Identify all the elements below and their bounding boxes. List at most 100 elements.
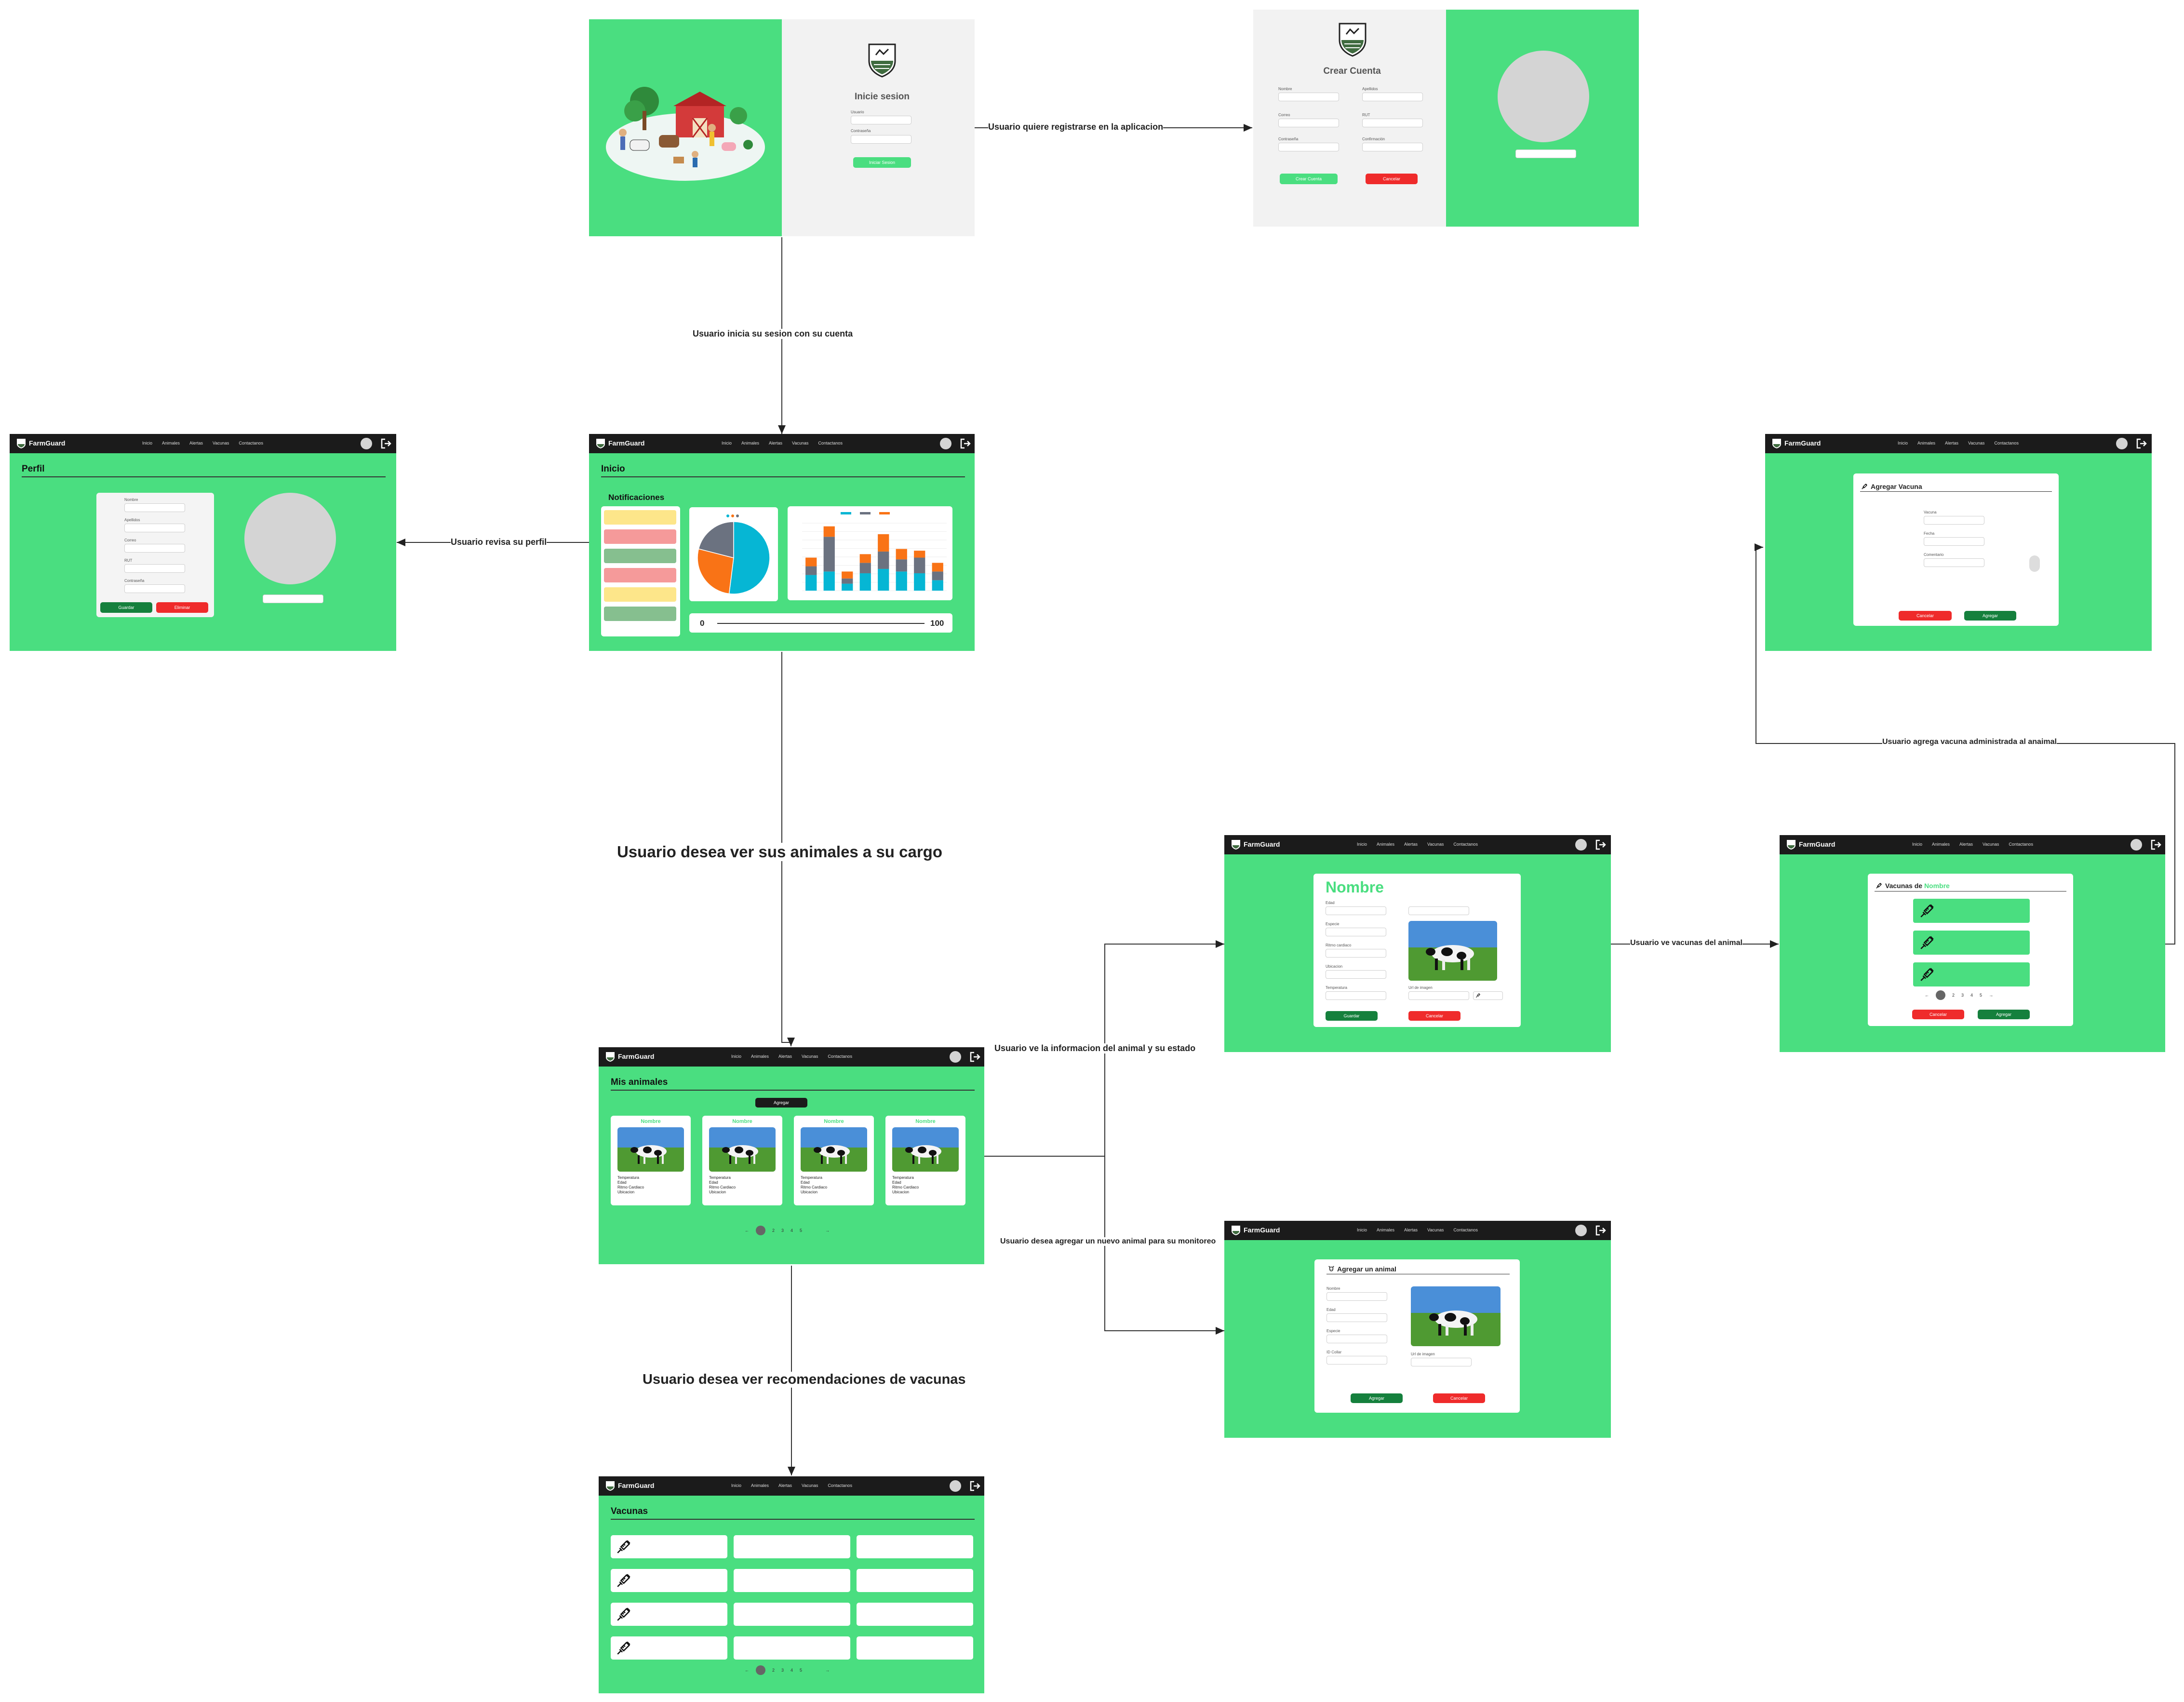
notification-item[interactable]	[604, 529, 676, 544]
page-number[interactable]: 3	[781, 1228, 784, 1233]
prev-arrow-icon[interactable]: ←	[745, 1228, 749, 1233]
nav-contactanos[interactable]: Contactanos	[828, 1483, 852, 1488]
animal-info-save-button[interactable]: Guardar	[1326, 1011, 1378, 1021]
agregar-vacuna-add-button[interactable]: Agregar	[1964, 611, 2016, 621]
animal-extra-input[interactable]	[1408, 906, 1469, 915]
vaccine-cell[interactable]	[611, 1535, 727, 1558]
vaccine-cell[interactable]	[734, 1535, 850, 1558]
register-name-input[interactable]	[1278, 93, 1339, 101]
avatar[interactable]	[950, 1051, 961, 1063]
nav-animales[interactable]: Animales	[162, 441, 180, 446]
prev-arrow-icon[interactable]: ←	[1925, 993, 1929, 998]
login-password-input[interactable]	[851, 135, 911, 144]
next-arrow-icon[interactable]: →	[825, 1668, 830, 1673]
nav-inicio[interactable]: Inicio	[731, 1483, 742, 1488]
nav-vacunas[interactable]: Vacunas	[1983, 842, 1999, 847]
vaccine-item[interactable]	[1913, 899, 2030, 923]
nav-animales[interactable]: Animales	[1377, 1228, 1395, 1232]
notification-item[interactable]	[604, 587, 676, 602]
logout-icon[interactable]	[2136, 438, 2147, 449]
nav-inicio[interactable]: Inicio	[1912, 842, 1923, 847]
notification-item[interactable]	[604, 549, 676, 563]
notification-item[interactable]	[604, 510, 676, 525]
agregar-animal-cancel-button[interactable]: Cancelar	[1433, 1393, 1485, 1403]
nav-alertas[interactable]: Alertas	[769, 441, 783, 446]
vaccine-cell[interactable]	[857, 1569, 973, 1592]
logout-icon[interactable]	[960, 438, 971, 449]
nav-inicio[interactable]: Inicio	[731, 1054, 742, 1059]
nav-alertas[interactable]: Alertas	[1945, 441, 1959, 446]
perfil-name-input[interactable]	[124, 503, 185, 512]
vacunas-link-button[interactable]	[1473, 991, 1503, 1000]
nav-animales[interactable]: Animales	[1917, 441, 1936, 446]
nav-alertas[interactable]: Alertas	[189, 441, 203, 446]
nav-vacunas[interactable]: Vacunas	[792, 441, 809, 446]
add-animal-button[interactable]: Agregar	[755, 1098, 807, 1108]
next-arrow-icon[interactable]: →	[1989, 993, 1994, 998]
page-number[interactable]: 4	[791, 1668, 793, 1673]
nav-alertas[interactable]: Alertas	[1404, 1228, 1418, 1232]
nav-alertas[interactable]: Alertas	[1404, 842, 1418, 847]
perfil-photo-input[interactable]	[263, 594, 323, 603]
register-photo-input[interactable]	[1515, 149, 1576, 158]
page-number[interactable]: 4	[791, 1228, 793, 1233]
page-number[interactable]: 3	[1961, 993, 1964, 998]
register-password-input[interactable]	[1278, 143, 1339, 151]
agregar-vacuna-cancel-button[interactable]: Cancelar	[1899, 611, 1952, 621]
comentario-input[interactable]	[1924, 558, 1984, 567]
logout-icon[interactable]	[381, 438, 391, 449]
animal-info-cancel-button[interactable]: Cancelar	[1408, 1011, 1460, 1021]
nav-inicio[interactable]: Inicio	[142, 441, 153, 446]
logout-icon[interactable]	[1595, 839, 1606, 850]
perfil-delete-button[interactable]: Eliminar	[156, 602, 208, 613]
nav-inicio[interactable]: Inicio	[1357, 1228, 1367, 1232]
register-confirm-input[interactable]	[1362, 143, 1423, 151]
vaccine-cell[interactable]	[857, 1636, 973, 1660]
nav-vacunas[interactable]: Vacunas	[1427, 842, 1444, 847]
perfil-save-button[interactable]: Guardar	[100, 602, 152, 613]
logout-icon[interactable]	[970, 1052, 980, 1062]
fecha-input[interactable]	[1924, 537, 1984, 546]
register-lastname-input[interactable]	[1362, 93, 1423, 101]
nav-contactanos[interactable]: Contactanos	[828, 1054, 852, 1059]
page-current[interactable]	[756, 1665, 765, 1675]
nav-inicio[interactable]: Inicio	[1357, 842, 1367, 847]
vacunas-animal-add-button[interactable]: Agregar	[1978, 1010, 2030, 1019]
perfil-rut-input[interactable]	[124, 564, 185, 573]
nav-vacunas[interactable]: Vacunas	[802, 1054, 818, 1059]
image-url-input[interactable]	[1408, 991, 1469, 1000]
nav-contactanos[interactable]: Contactanos	[1994, 441, 2019, 446]
especie-input[interactable]	[1326, 1335, 1387, 1343]
register-rut-input[interactable]	[1362, 119, 1423, 127]
page-number[interactable]: 2	[1952, 993, 1955, 998]
perfil-lastname-input[interactable]	[124, 524, 185, 532]
vaccine-cell[interactable]	[857, 1535, 973, 1558]
page-number[interactable]: 4	[1970, 993, 1973, 998]
vaccine-cell[interactable]	[734, 1636, 850, 1660]
edad-input[interactable]	[1326, 1313, 1387, 1322]
nav-contactanos[interactable]: Contactanos	[818, 441, 843, 446]
page-current[interactable]	[1936, 990, 1945, 1000]
nav-alertas[interactable]: Alertas	[1959, 842, 1973, 847]
vaccine-item[interactable]	[1913, 962, 2030, 986]
nav-vacunas[interactable]: Vacunas	[802, 1483, 818, 1488]
next-arrow-icon[interactable]: →	[825, 1228, 830, 1233]
ubicacion-input[interactable]	[1326, 970, 1386, 979]
page-number[interactable]: 2	[772, 1668, 775, 1673]
nav-contactanos[interactable]: Contactanos	[2009, 842, 2033, 847]
nav-contactanos[interactable]: Contactanos	[239, 441, 263, 446]
nav-animales[interactable]: Animales	[741, 441, 760, 446]
agregar-animal-add-button[interactable]: Agregar	[1351, 1393, 1403, 1403]
nav-animales[interactable]: Animales	[1377, 842, 1395, 847]
especie-input[interactable]	[1326, 928, 1386, 936]
avatar[interactable]	[1575, 839, 1587, 851]
ritmo-input[interactable]	[1326, 949, 1386, 958]
nav-alertas[interactable]: Alertas	[778, 1054, 792, 1059]
nav-vacunas[interactable]: Vacunas	[1427, 1228, 1444, 1232]
login-user-input[interactable]	[851, 116, 911, 124]
image-url-input[interactable]	[1411, 1358, 1472, 1366]
vaccine-cell[interactable]	[734, 1569, 850, 1592]
nav-inicio[interactable]: Inicio	[1898, 441, 1908, 446]
